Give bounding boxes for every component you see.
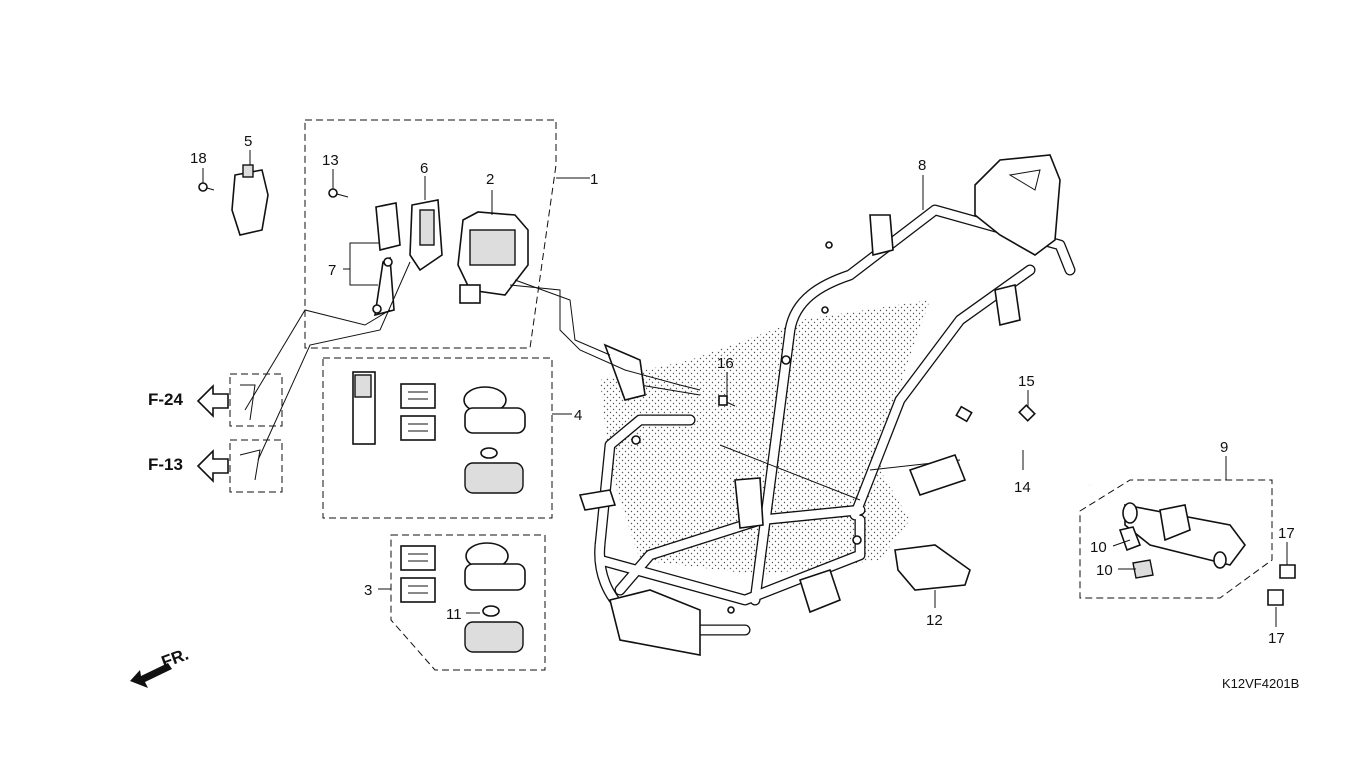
callout-16: 16	[717, 355, 734, 372]
callout-12: 12	[926, 612, 943, 629]
callout-14: 14	[1014, 479, 1031, 496]
f24-arrow-icon	[196, 384, 229, 418]
callout-8: 8	[918, 157, 926, 174]
long-bolt-15	[1018, 404, 1091, 486]
callout-5: 5	[244, 133, 252, 150]
group-9-box	[1079, 479, 1273, 599]
front-direction-arrow-icon	[130, 663, 172, 688]
f13-connector-box	[229, 439, 283, 493]
group-4-box	[322, 357, 553, 519]
leader-lines	[202, 150, 1288, 627]
callout-15: 15	[1018, 373, 1035, 390]
main-frame	[578, 154, 1076, 656]
callout-7: 7	[328, 262, 336, 279]
key-set-group-3	[400, 542, 526, 653]
callout-18: 18	[190, 150, 207, 167]
callout-17-a: 17	[1278, 525, 1295, 542]
bolt-16	[718, 395, 736, 407]
callout-11: 11	[446, 606, 462, 623]
front-direction-label: FR.	[159, 645, 191, 672]
clamp-part-5	[231, 164, 269, 236]
callout-10-b: 10	[1096, 562, 1113, 579]
lock-part-6	[409, 199, 443, 272]
key-set-group-4	[352, 371, 526, 494]
plate-part-12	[894, 544, 971, 591]
callout-9: 9	[1220, 439, 1228, 456]
callout-13: 13	[322, 152, 339, 169]
f24-connector-box	[229, 373, 283, 427]
reference-f13: F-13	[148, 455, 183, 474]
group-3-box	[390, 534, 546, 671]
ignition-switch-part-2	[457, 211, 529, 304]
wire-harness-lines	[239, 261, 701, 481]
callout-17-b: 17	[1268, 630, 1285, 647]
callout-4: 4	[574, 407, 582, 424]
bracket-part-7	[372, 202, 401, 317]
long-bolt-14	[955, 405, 1151, 521]
callout-1: 1	[590, 171, 598, 188]
callout-3: 3	[364, 582, 372, 599]
reference-f24: F-24	[148, 390, 184, 409]
engine-hanger-assembly	[1118, 502, 1296, 606]
callout-6: 6	[420, 160, 428, 177]
figure-code: K12VF4201B	[1222, 676, 1299, 691]
callout-10-a: 10	[1090, 539, 1107, 556]
f13-arrow-icon	[196, 449, 229, 483]
screw-13	[328, 188, 349, 198]
screw-18	[198, 182, 215, 192]
callout-2: 2	[486, 171, 494, 188]
